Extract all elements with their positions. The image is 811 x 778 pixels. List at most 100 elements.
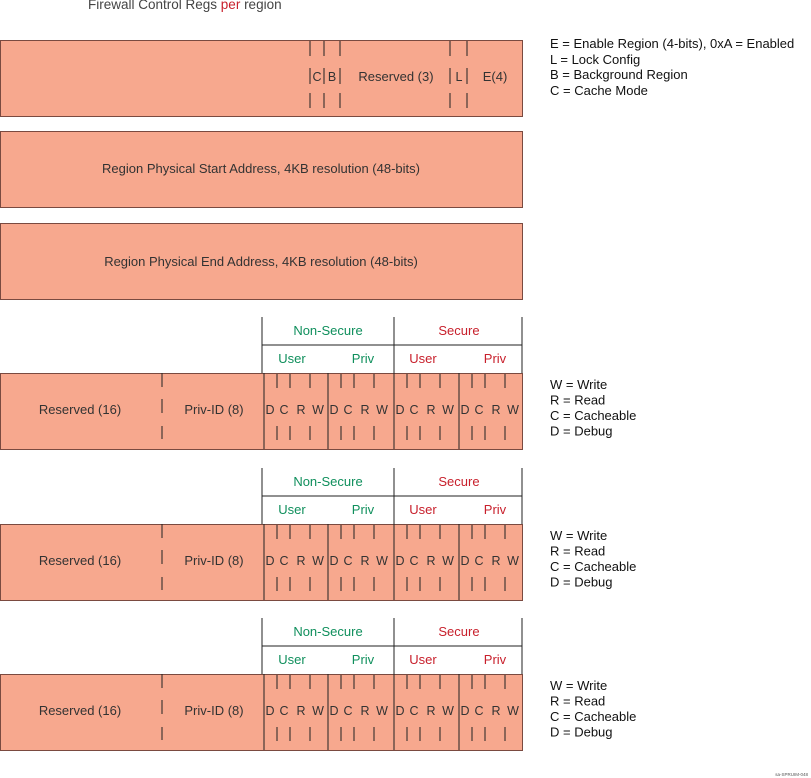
bit-label: R [360,704,369,718]
user-label: User [409,351,437,366]
bit-label: W [376,554,388,568]
bit-label: D [460,704,469,718]
privid-label: Priv-ID (8) [184,402,243,417]
priv-register [0,674,523,751]
user-label: User [278,652,306,667]
bit-label: W [442,704,454,718]
control-legend: E = Enable Region (4-bits), 0xA = Enable… [550,36,794,98]
field-c: C [312,70,321,84]
control-register [0,40,523,117]
legend-line: W = Write [550,678,607,693]
legend-line: L = Lock Config [550,52,640,67]
reserved16-label: Reserved (16) [39,553,121,568]
user-label: User [409,502,437,517]
legend-line: W = Write [550,377,607,392]
legend-line: D = Debug [550,725,613,740]
bit-label: R [296,403,305,417]
bit-label: C [279,554,288,568]
bit-label: C [474,554,483,568]
bit-label: R [296,554,305,568]
legend-line: R = Read [550,393,605,408]
legend-line: D = Debug [550,575,613,590]
bit-label: R [360,554,369,568]
diagram-title: Firewall Control Regs per region [88,0,282,12]
priv-label: Priv [352,502,375,517]
privid-label: Priv-ID (8) [184,553,243,568]
secure-label: Secure [438,474,479,489]
bit-label: D [329,554,338,568]
bit-label: C [343,554,352,568]
title-prefix: Firewall Control Regs [88,0,221,12]
bit-label: R [426,403,435,417]
end-address-register [0,223,523,300]
user-label: User [409,652,437,667]
legend-line: C = Cacheable [550,709,636,724]
bit-label: D [460,403,469,417]
bit-label: C [474,403,483,417]
bit-label: D [395,554,404,568]
bit-label: W [507,554,519,568]
bit-label: D [265,704,274,718]
legend-line: C = Cacheable [550,408,636,423]
priv-register [0,373,523,450]
bit-label: C [343,403,352,417]
field-reserved3: Reserved (3) [358,69,433,84]
figure-id: sa-SPRUIM-048 [775,772,808,777]
bit-label: W [507,403,519,417]
bit-label: R [491,554,500,568]
bit-label: C [409,554,418,568]
bit-label: W [442,554,454,568]
end-address-label: Region Physical End Address, 4KB resolut… [104,254,418,269]
bit-label: W [442,403,454,417]
user-label: User [278,502,306,517]
reserved16-label: Reserved (16) [39,402,121,417]
bit-label: W [312,554,324,568]
privid-label: Priv-ID (8) [184,703,243,718]
bit-label: W [507,704,519,718]
secure-label: Secure [438,323,479,338]
bit-label: W [376,403,388,417]
bit-label: D [329,704,338,718]
title-suffix: region [240,0,282,12]
control-register-dividers [309,41,468,108]
bit-label: C [474,704,483,718]
legend-line: R = Read [550,694,605,709]
bit-label: D [329,403,338,417]
bit-label: R [296,704,305,718]
bit-label: C [343,704,352,718]
priv-label: Priv [484,351,507,366]
field-e: E(4) [483,69,508,84]
bit-label: R [491,704,500,718]
bit-label: D [460,554,469,568]
nonsecure-label: Non-Secure [293,474,362,489]
field-b: B [328,70,336,84]
bit-label: W [312,704,324,718]
legend-line: W = Write [550,528,607,543]
bit-label: C [279,403,288,417]
legend-line: C = Cache Mode [550,83,648,98]
bit-label: C [409,403,418,417]
bit-label: R [491,403,500,417]
priv-label: Priv [352,652,375,667]
legend-line: R = Read [550,544,605,559]
start-address-label: Region Physical Start Address, 4KB resol… [102,161,420,176]
nonsecure-label: Non-Secure [293,323,362,338]
priv-label: Priv [484,502,507,517]
priv-label: Priv [352,351,375,366]
bit-label: C [279,704,288,718]
priv-register [0,524,523,601]
field-l: L [456,70,463,84]
user-label: User [278,351,306,366]
legend-line: C = Cacheable [550,559,636,574]
bit-label: R [360,403,369,417]
bit-label: W [376,704,388,718]
bit-label: D [395,403,404,417]
start-address-register [0,131,523,208]
legend-line: D = Debug [550,424,613,439]
bit-label: R [426,554,435,568]
bit-label: W [312,403,324,417]
bit-label: R [426,704,435,718]
bit-label: D [265,403,274,417]
